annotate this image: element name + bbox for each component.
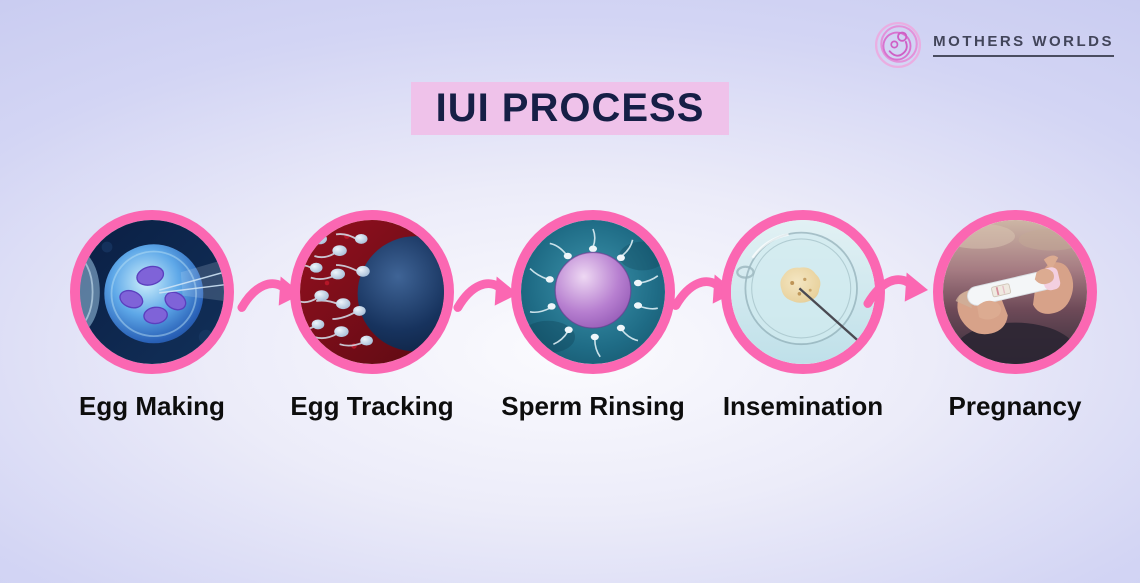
brand-name: MOTHERS WORLDS: [933, 33, 1114, 57]
egg-cell-microinjection-image: [80, 220, 224, 364]
mother-and-child-spiral-icon: [875, 21, 922, 69]
step-circle: [511, 210, 675, 374]
sperm-swimming-to-egg-image: [300, 220, 444, 364]
brand-logo: MOTHERS WORLDS: [873, 20, 1114, 70]
step-egg-tracking: Egg Tracking: [257, 210, 487, 422]
step-label: Insemination: [722, 391, 884, 421]
title-highlight: IUI PROCESS: [411, 82, 729, 135]
step-label: Pregnancy: [948, 391, 1082, 421]
step-circle: [721, 210, 885, 374]
step-circle: [933, 210, 1097, 374]
page-title: IUI PROCESS: [435, 86, 705, 130]
curved-flow-arrow-icon: [453, 276, 518, 312]
petri-dish-insemination-image: [731, 220, 875, 364]
curved-flow-arrow-icon: [863, 272, 928, 308]
step-egg-making: Egg Making: [37, 210, 267, 422]
step-circle: [290, 210, 454, 374]
step-label: Egg Tracking: [290, 391, 454, 421]
step-sperm-rinsing: Sperm Rinsing: [478, 210, 708, 422]
step-pregnancy: Pregnancy: [900, 210, 1130, 422]
step-label: Egg Making: [79, 391, 225, 421]
step-insemination: Insemination: [688, 210, 918, 422]
step-circle: [70, 210, 234, 374]
hands-holding-pregnancy-test-image: [943, 220, 1087, 364]
step-label: Sperm Rinsing: [501, 391, 685, 421]
washed-sperm-around-egg-image: [521, 220, 665, 364]
